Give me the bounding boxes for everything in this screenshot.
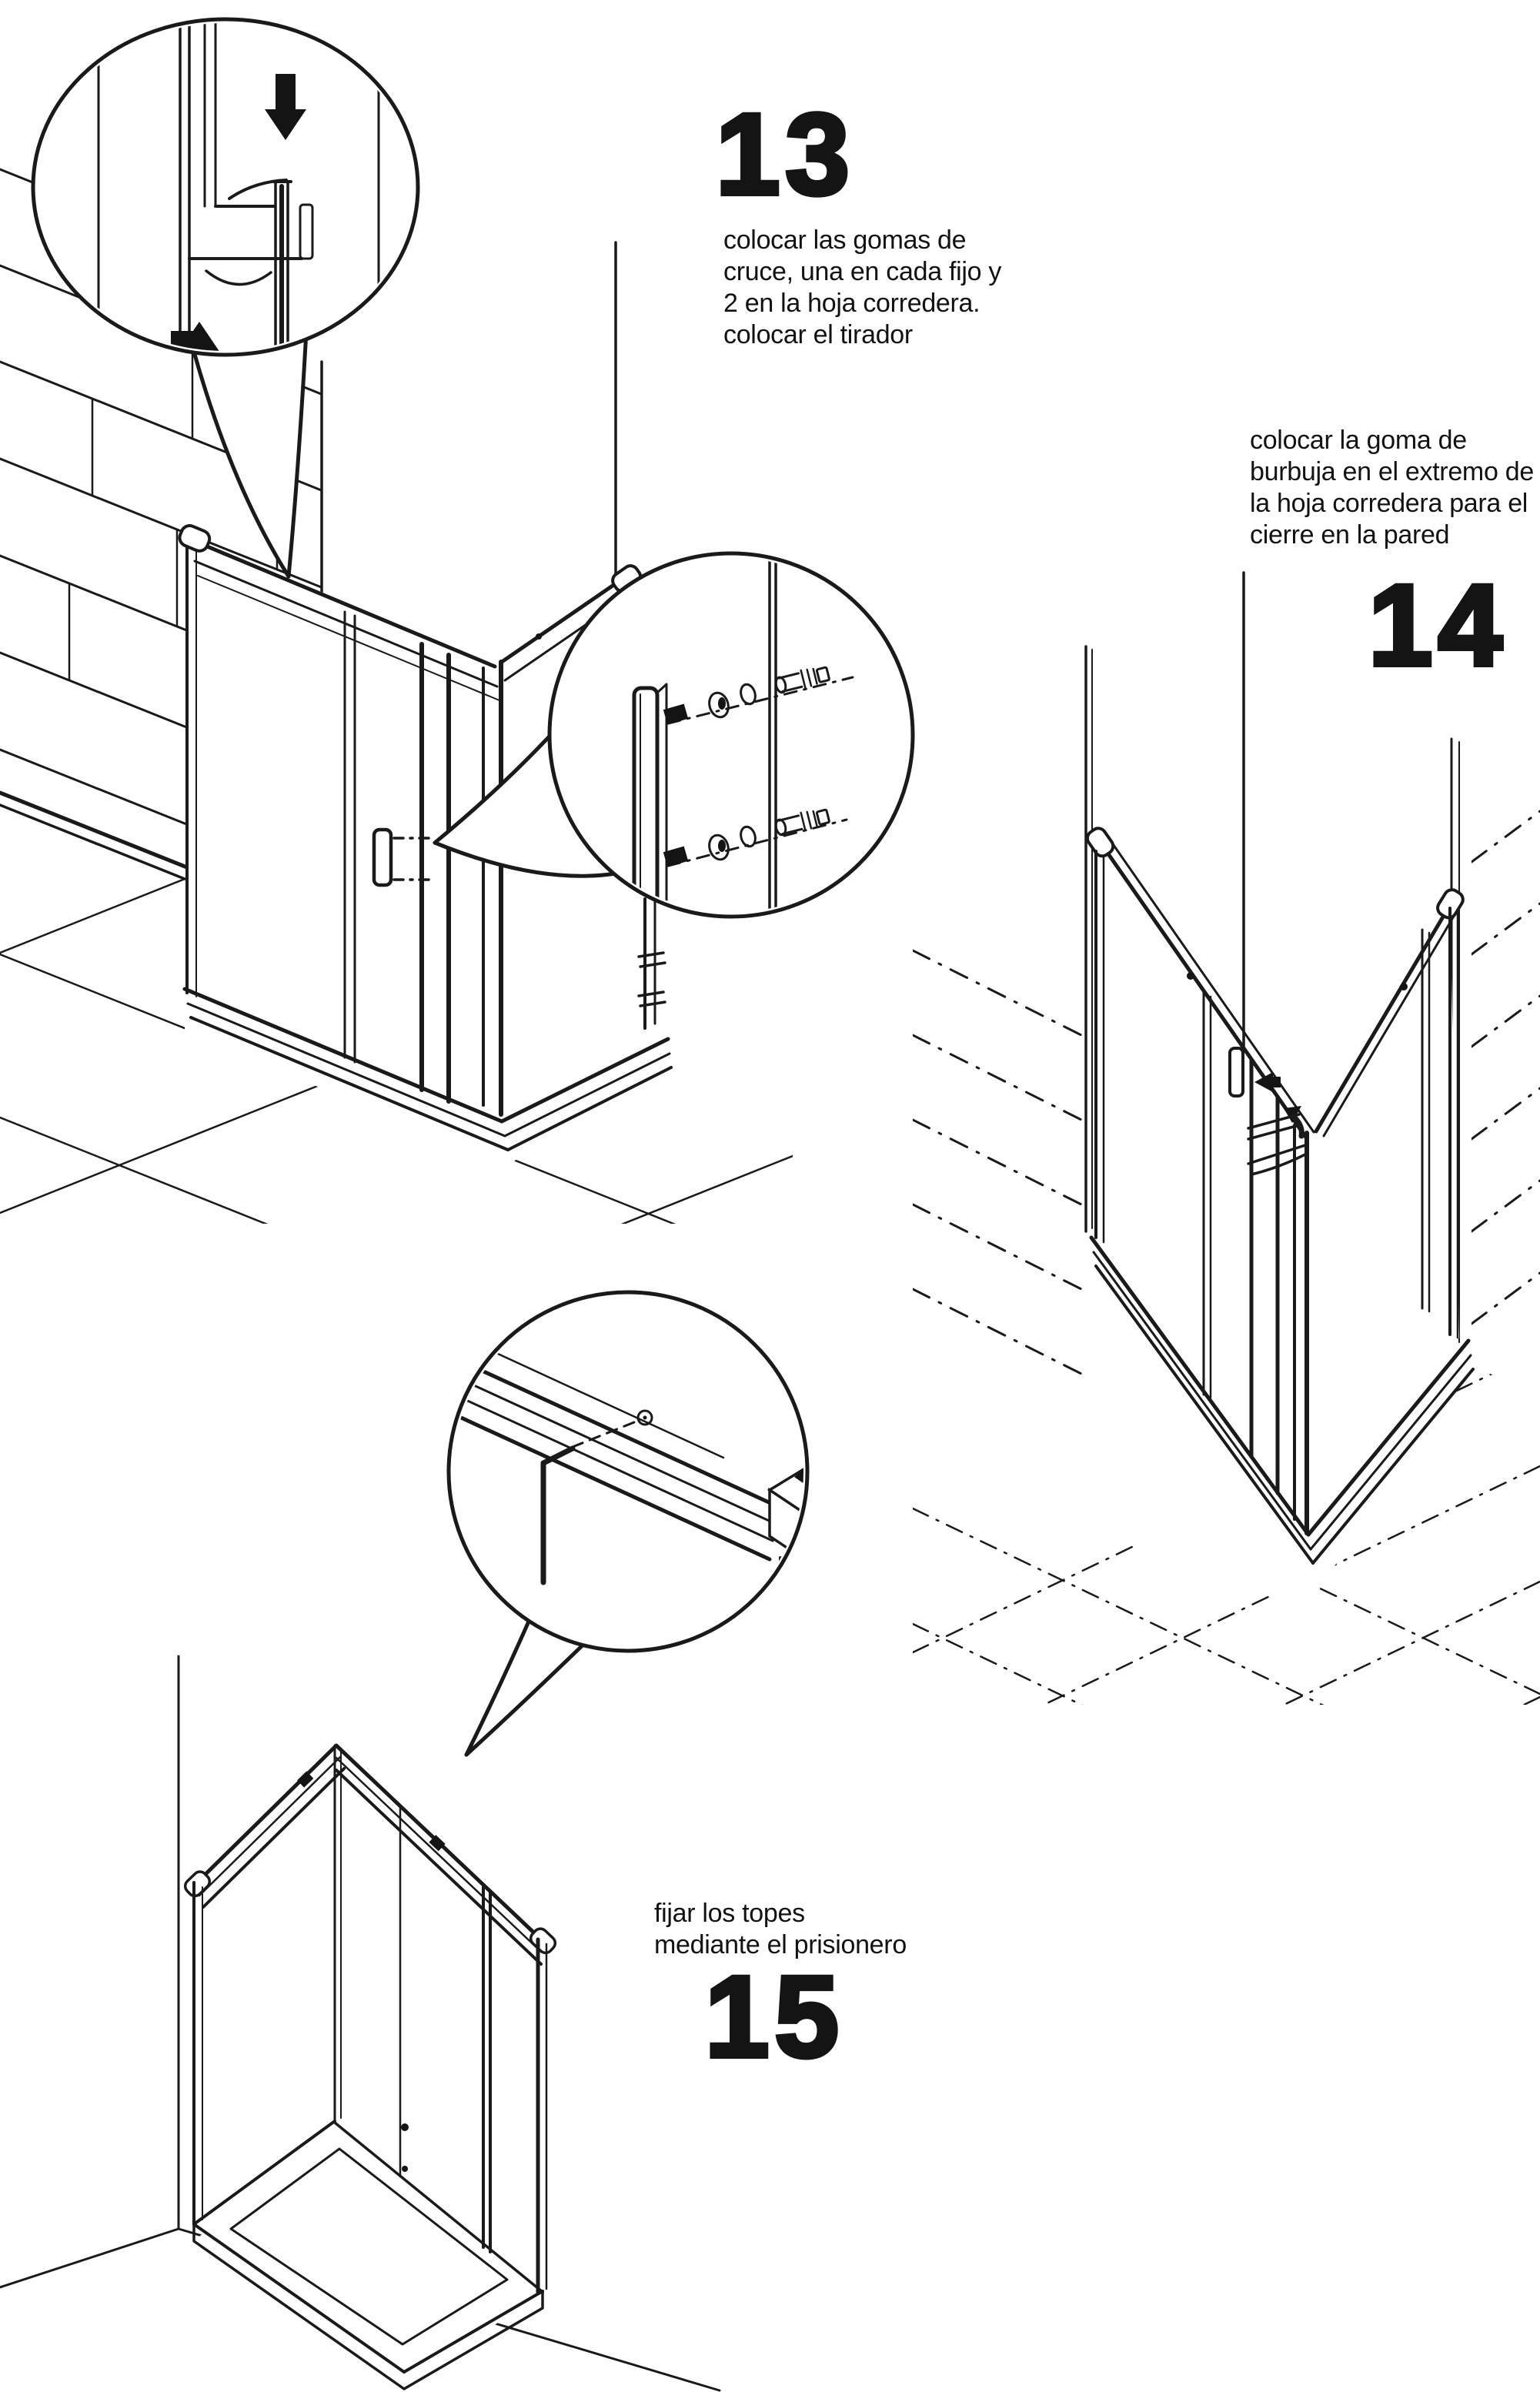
door-handle-13 (372, 827, 393, 887)
door-handle-14 (1228, 1047, 1244, 1097)
rail-end-cap (183, 1870, 212, 1898)
arrow-bent-icon (1284, 1106, 1304, 1139)
bubble-seal-strips (1247, 1113, 1307, 1176)
floor-tiles-14 (913, 1366, 1540, 1705)
arrow-up-icon (179, 322, 220, 351)
rail-end-cap (1436, 888, 1465, 920)
door-stop (297, 1771, 314, 1788)
step-15-number: 15 (703, 1952, 844, 2081)
detail-bubble-seals (31, 17, 420, 579)
shower-tray-14 (1091, 1238, 1473, 1563)
handle-screw-top (663, 666, 854, 725)
door-stop (429, 1835, 446, 1852)
shower-enclosure-15 (183, 1743, 557, 2390)
shower-tray-13 (185, 989, 671, 1151)
shower-enclosure-14 (1085, 827, 1475, 1565)
rail-end-cap (1085, 827, 1115, 858)
allen-key-icon (540, 1445, 576, 1585)
wall-floor-boundary-13 (0, 790, 189, 870)
figure-step-14 (913, 571, 1540, 1705)
wall-floor-boundary-13b (0, 803, 186, 880)
wall-tiles-14-right (1472, 810, 1540, 1325)
handle-screw-bottom (663, 808, 848, 867)
wall-tiles-14-left (913, 949, 1084, 1377)
step-14-number: 14 (1366, 560, 1508, 690)
rail-end-cap (178, 524, 212, 553)
arrow-left-icon (1254, 1072, 1281, 1092)
cross-seal-marks-13 (637, 951, 666, 1007)
figure-step-15 (0, 1290, 810, 2392)
step-13-description: colocar las gomas de cruce, una en cada … (723, 226, 1002, 349)
set-screw (636, 1409, 653, 1426)
detail-bubble-allen-key (446, 1290, 810, 1757)
floor-line-15-left (0, 2227, 180, 2289)
step-15-description: fijar los topes mediante el prisionero (654, 1899, 907, 1959)
figure-step-13 (0, 17, 915, 1224)
detail-bubble-handle (433, 551, 915, 919)
step-14-description: colocar la goma de burbuja en el extremo… (1250, 426, 1534, 550)
step-13-number: 13 (713, 89, 855, 219)
arrow-down-icon (265, 74, 306, 140)
shower-tray-15 (194, 2121, 543, 2389)
